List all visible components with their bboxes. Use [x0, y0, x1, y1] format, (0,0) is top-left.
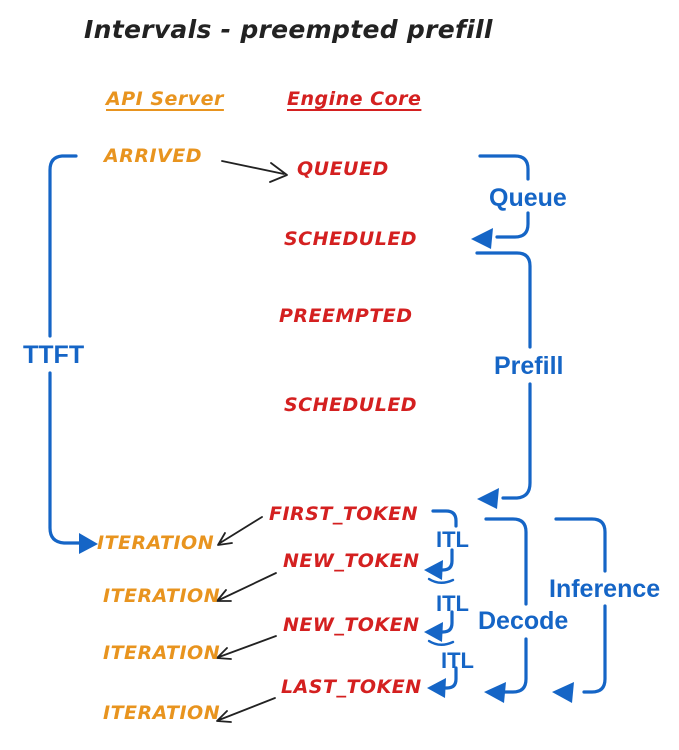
inference-arrowhead-left-icon: [552, 682, 574, 703]
ttft-bracket-top: [48, 154, 78, 338]
event-new-token-1: NEW_TOKEN: [283, 550, 420, 572]
itl-arrow-1-head-icon: [424, 560, 443, 580]
event-iteration-2: ITERATION: [103, 585, 221, 607]
itl-arrow-1-tail: [427, 577, 455, 584]
interval-label-itl-1: ITL: [436, 527, 469, 552]
queue-bracket-bottom: [495, 211, 530, 239]
interval-label-decode: Decode: [478, 607, 569, 635]
event-first-token: FIRST_TOKEN: [269, 503, 419, 525]
arrow-new-token-1-to-iteration: [216, 572, 277, 602]
interval-label-prefill: Prefill: [494, 352, 564, 380]
interval-label-queue: Queue: [489, 184, 567, 212]
prefill-arrowhead-left-icon: [477, 488, 499, 509]
arrow-new-token-2-to-iteration: [216, 635, 277, 660]
column-header-engine-core: Engine Core: [287, 88, 422, 110]
column-header-api-server: API Server: [106, 88, 224, 110]
event-new-token-2: NEW_TOKEN: [283, 614, 420, 636]
event-arrived: ARRIVED: [104, 145, 202, 167]
interval-label-inference: Inference: [549, 575, 661, 603]
interval-label-itl-3: ITL: [441, 648, 474, 673]
interval-label-itl-2: ITL: [436, 591, 469, 616]
event-iteration-1: ITERATION: [97, 532, 215, 554]
prefill-bracket-bottom: [501, 382, 532, 500]
event-iteration-3: ITERATION: [103, 642, 221, 664]
itl-arrow-3-line: [442, 666, 458, 690]
queue-bracket-top: [478, 154, 530, 181]
ttft-bracket-bottom: [48, 371, 81, 545]
arrow-first-token-to-iteration: [217, 516, 263, 546]
itl-arrow-2-head-icon: [424, 622, 443, 642]
itl-arrow-3-head-icon: [427, 678, 446, 698]
arrow-arrived-to-queued: [221, 160, 288, 183]
diagram-title: Intervals - preempted prefill: [84, 15, 493, 44]
event-queued: QUEUED: [297, 158, 389, 180]
itl-arrow-2-tail: [427, 639, 455, 646]
itl-start-hook: [431, 509, 458, 528]
event-scheduled-2: SCHEDULED: [284, 394, 418, 416]
event-preempted: PREEMPTED: [279, 305, 413, 327]
inference-bracket-bottom: [582, 604, 607, 694]
decode-arrowhead-left-icon: [484, 682, 506, 703]
event-last-token: LAST_TOKEN: [281, 676, 422, 698]
prefill-bracket-top: [475, 251, 532, 349]
event-iteration-4: ITERATION: [103, 702, 221, 724]
ttft-arrowhead-right-icon: [79, 533, 98, 554]
itl-arrow-1-line: [439, 548, 454, 572]
arrow-last-token-to-iteration: [216, 697, 276, 723]
inference-bracket-top: [554, 517, 607, 573]
decode-bracket-bottom: [503, 637, 528, 694]
interval-label-ttft: TTFT: [23, 341, 85, 369]
event-scheduled-1: SCHEDULED: [284, 228, 418, 250]
decode-bracket-top: [484, 517, 528, 606]
queue-arrowhead-left-icon: [471, 228, 493, 249]
itl-arrow-2-line: [439, 610, 454, 634]
